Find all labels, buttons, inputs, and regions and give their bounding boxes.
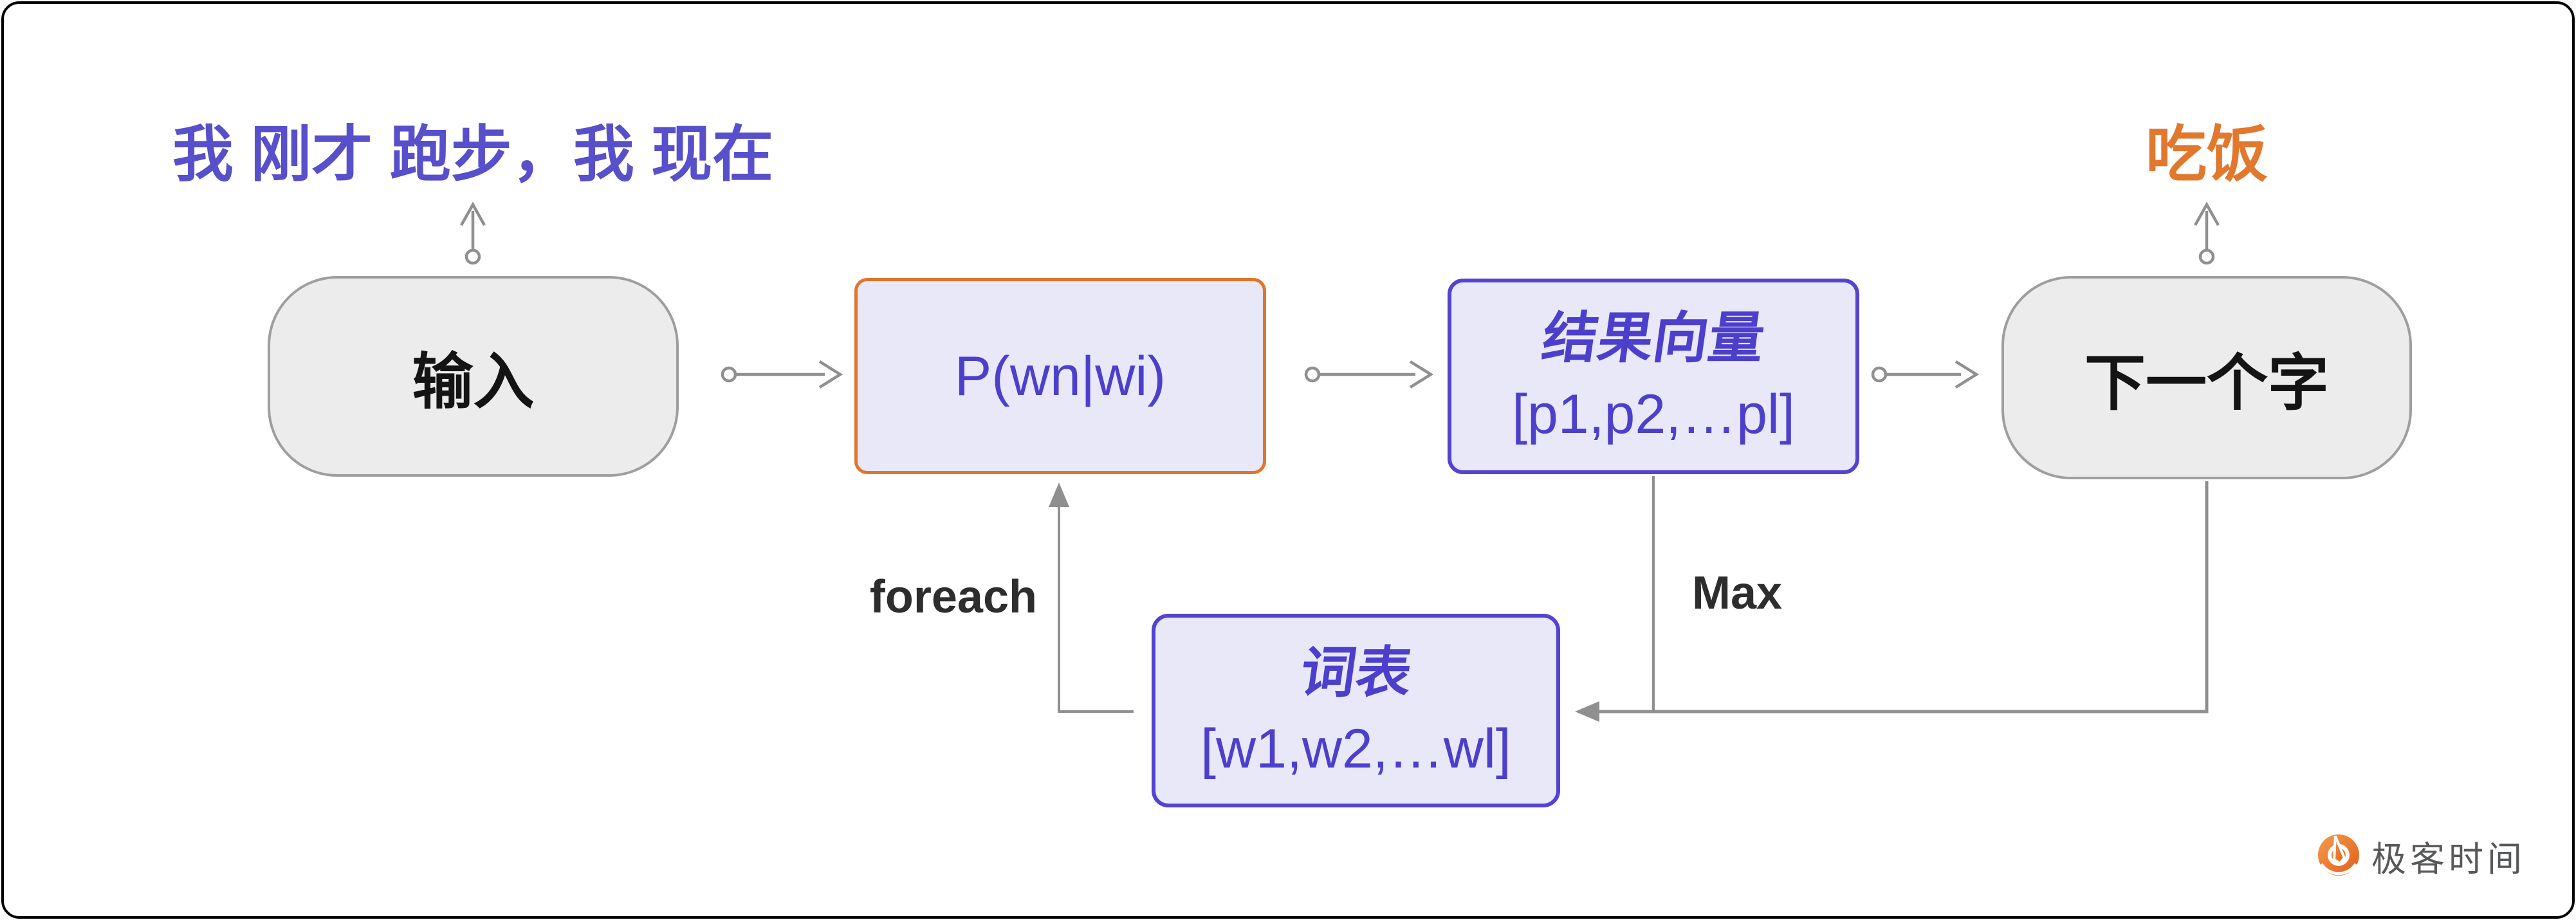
input-sentence-text: 我 刚才 跑步，我 现在 <box>172 120 774 189</box>
predicted-word-text: 吃饭 <box>2145 120 2268 189</box>
edge-vocab-to-probability-foreach <box>1049 483 1134 713</box>
node-input-label: 输入 <box>412 347 535 416</box>
arrowhead-up-solid-icon <box>1049 483 1069 507</box>
node-next-char: 下一个字 <box>2001 276 2412 479</box>
geektime-logo: 极客时间 <box>2316 833 2526 879</box>
arrowhead-right-icon <box>1409 360 1434 389</box>
edge-start-circle <box>1871 366 1888 383</box>
arrowhead-right-icon <box>818 360 843 389</box>
edge-start-circle <box>465 248 481 265</box>
max-edge-label: Max <box>1692 567 1783 619</box>
geektime-logo-icon <box>2318 834 2359 876</box>
arrowhead-right-icon <box>1955 360 1980 389</box>
edge-probability-to-result <box>1304 360 1434 389</box>
geektime-logo-text: 极客时间 <box>2371 840 2526 879</box>
node-input: 输入 <box>268 276 679 477</box>
node-result-vector-values: [p1,p2,…pl] <box>1512 383 1795 445</box>
edge-input-to-probability <box>721 360 843 389</box>
node-result-title: 结果向量 <box>1538 308 1769 369</box>
edge-start-circle <box>2198 248 2215 265</box>
arrowhead-up-icon <box>2194 201 2220 226</box>
arrowhead-left-solid-icon <box>1575 701 1599 722</box>
edge-input-to-sentence <box>460 201 486 265</box>
node-probability-label: P(wn|wi) <box>954 345 1166 407</box>
edge-start-circle <box>721 366 737 383</box>
edge-start-circle <box>1304 366 1321 383</box>
node-probability: P(wn|wi) <box>854 278 1266 474</box>
node-vocabulary: 词表 [w1,w2,…wl] <box>1152 614 1560 807</box>
node-vocabulary-values: [w1,w2,…wl] <box>1201 717 1511 780</box>
node-result-vector: 结果向量 [p1,p2,…pl] <box>1448 279 1859 474</box>
edge-next-to-vocab <box>1575 481 2209 722</box>
edge-line <box>1058 506 1134 713</box>
node-next-char-label: 下一个字 <box>2084 349 2329 418</box>
arrowhead-up-icon <box>460 201 486 226</box>
foreach-edge-label: foreach <box>869 571 1037 623</box>
edge-result-to-next <box>1871 360 1980 389</box>
node-vocabulary-title: 词表 <box>1296 641 1416 704</box>
edge-line <box>1592 481 2209 713</box>
edge-next-to-word <box>2194 201 2220 265</box>
